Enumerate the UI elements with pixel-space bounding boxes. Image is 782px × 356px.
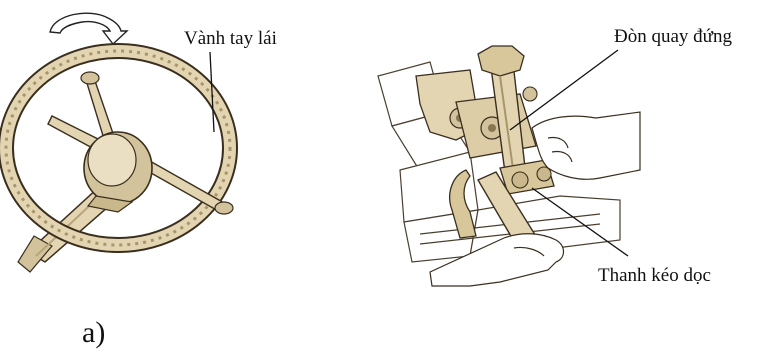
label-part-marker: a) xyxy=(82,318,105,348)
label-tie-rod: Thanh kéo dọc xyxy=(598,266,711,285)
rotation-arrow-icon xyxy=(50,13,127,44)
steering-wheel-hub xyxy=(84,132,152,212)
label-steering-wheel-rim: Vành tay lái xyxy=(184,29,277,48)
label-vertical-arm: Đòn quay đứng xyxy=(614,27,732,46)
